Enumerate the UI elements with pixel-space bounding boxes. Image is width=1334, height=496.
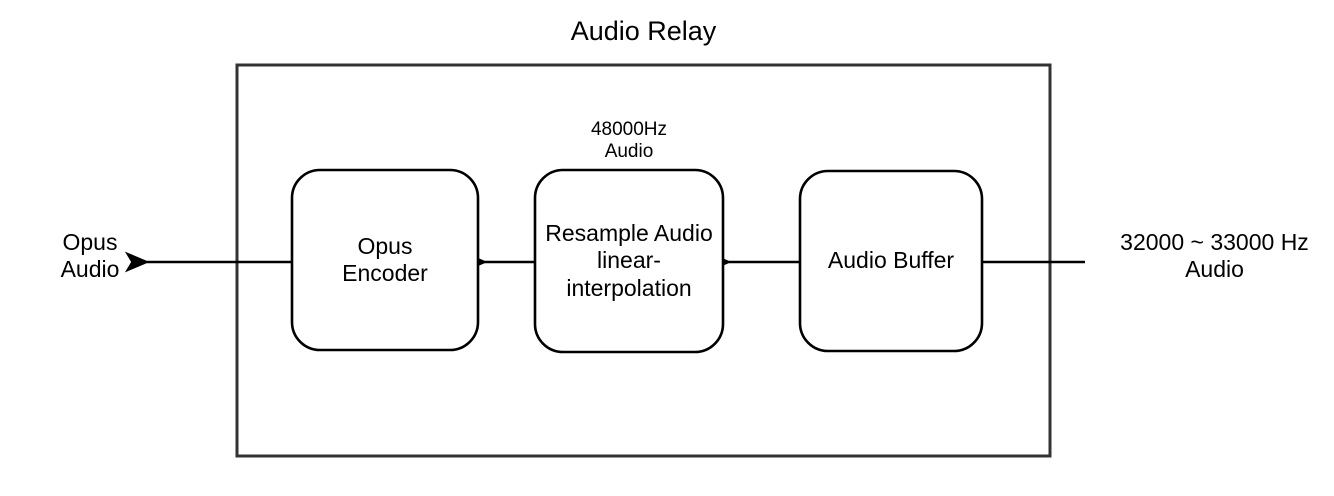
node-resample-audio[interactable]	[533, 168, 725, 354]
node-label-resample-audio: Resample Audio linear- interpolation	[545, 220, 713, 301]
external-label-opus-audio: Opus Audio	[60, 229, 120, 283]
external-label-source-audio: 32000 ~ 33000 Hz Audio	[1120, 229, 1309, 283]
edge-label-48000hz-audio: 48000Hz Audio	[590, 119, 668, 163]
node-label-audio-buffer: Audio Buffer	[827, 247, 955, 274]
node-audio-buffer[interactable]	[798, 169, 984, 353]
node-opus-encoder[interactable]	[290, 168, 480, 352]
diagram-title: Audio Relay	[570, 16, 717, 46]
node-label-opus-encoder: Opus Encoder	[342, 232, 428, 286]
